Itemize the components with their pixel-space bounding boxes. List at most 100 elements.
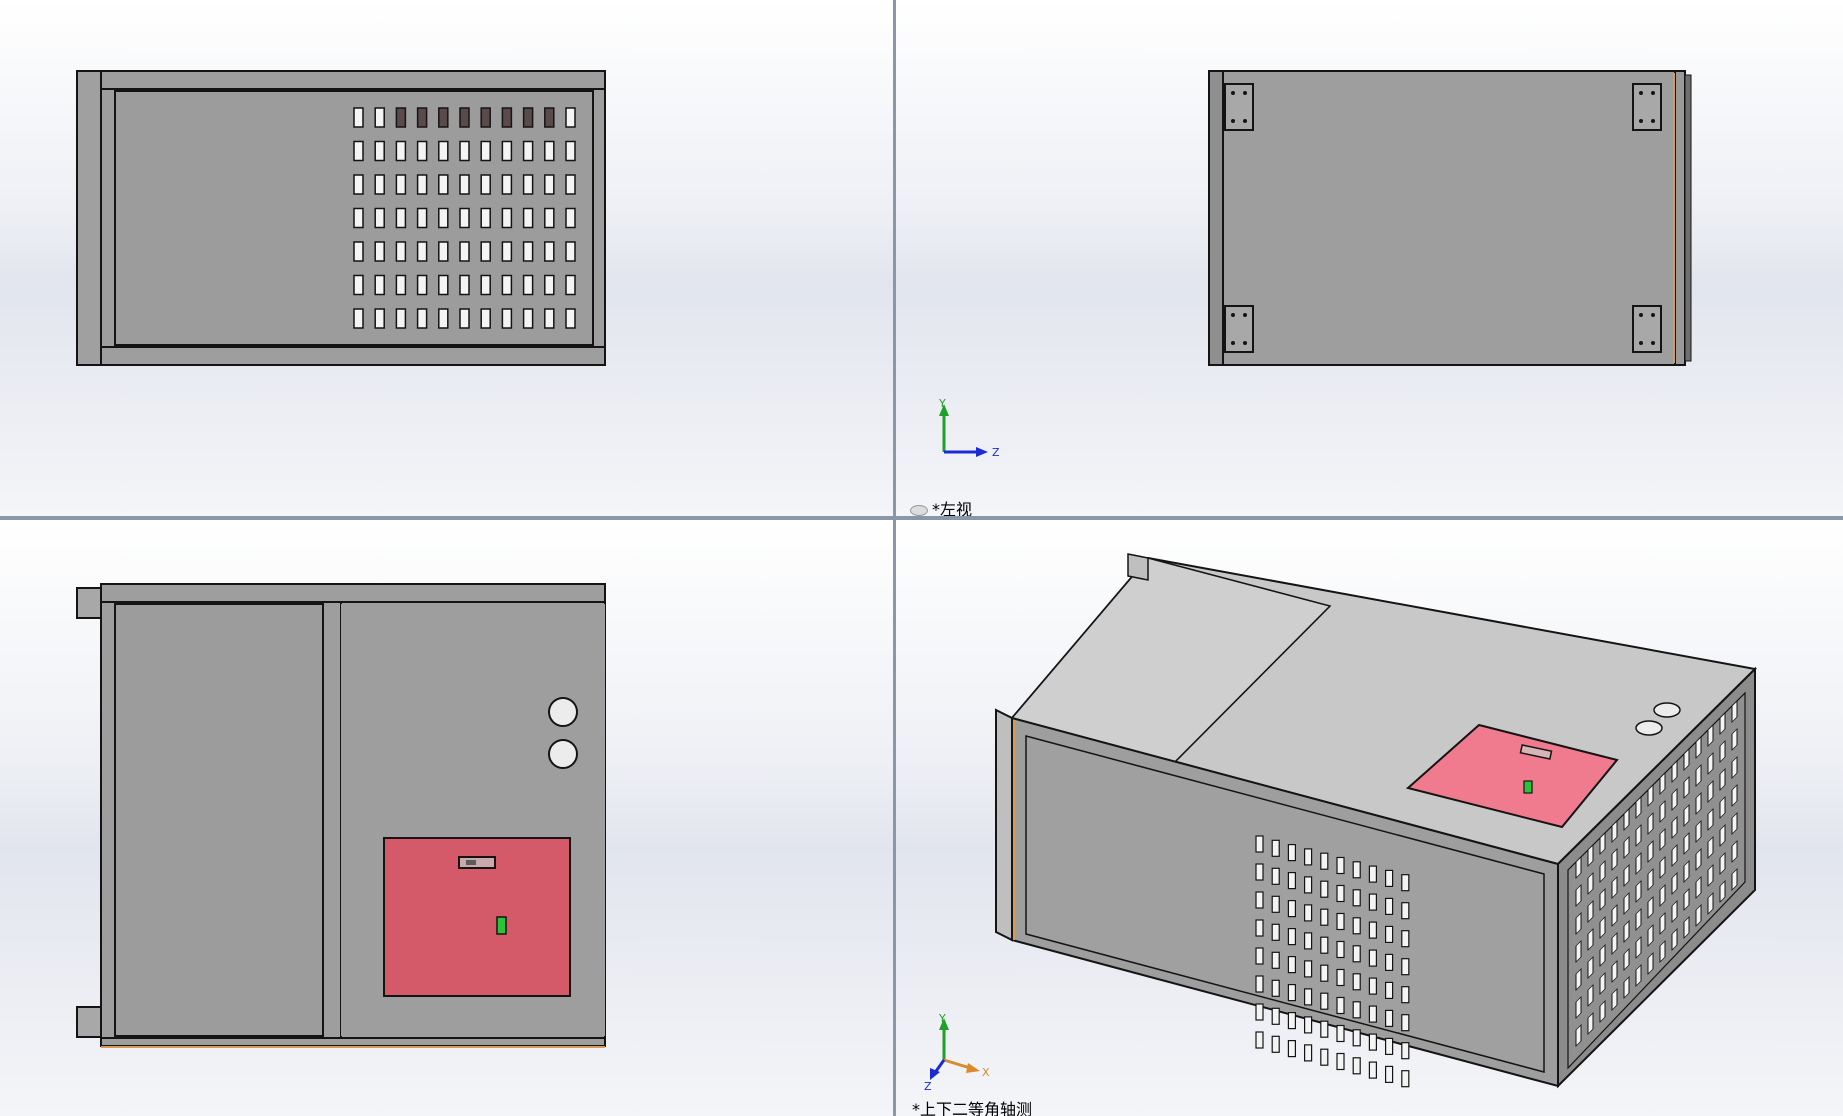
iso-side-vent-slot [1695, 848, 1702, 872]
iso-side-vent-slot [1611, 932, 1618, 956]
vent-slot [501, 140, 513, 162]
vent-slot [438, 308, 449, 329]
iso-side-vent-slot [1719, 824, 1726, 848]
vent-slot [480, 140, 491, 162]
iso-vent-slot [1304, 988, 1313, 1006]
iso-side-vent-slot [1731, 784, 1738, 808]
vent-slot [565, 140, 576, 162]
iso-side-vent-slot [1599, 888, 1606, 912]
iso-view-drawing: Y X Z [924, 553, 1758, 1093]
viewport-bottom-left[interactable] [0, 520, 893, 1116]
iso-side-vent-slot [1647, 784, 1654, 808]
iso-side-vent-slot [1731, 728, 1738, 752]
iso-vent-slot [1320, 936, 1329, 954]
iso-vent-slot [1255, 919, 1264, 937]
vent-slot [459, 107, 470, 128]
viewport-splitter-horizontal[interactable] [0, 516, 1843, 520]
vent-slot [395, 274, 407, 296]
iso-vent-slot [1401, 1042, 1410, 1060]
iso-vent-slot [1304, 960, 1313, 978]
iso-side-vent-slot [1647, 924, 1654, 948]
iso-side-vent-slot [1731, 812, 1738, 836]
vent-slot [416, 241, 428, 262]
iso-side-vent-slot [1671, 872, 1678, 896]
iso-side-vent-slot [1731, 840, 1738, 864]
vent-slot [374, 174, 385, 195]
iso-side-vent-slot [1623, 976, 1630, 1000]
vent-slot [480, 174, 491, 195]
iso-left-flange [995, 708, 1013, 942]
axis-triad-icon: Y Z [938, 397, 1000, 459]
iso-side-vent-slot [1599, 832, 1606, 856]
iso-side-vent-slot [1635, 964, 1642, 988]
iso-axis-x-label: X [982, 1066, 990, 1079]
view-label-iso: *上下二等角轴测 [912, 1096, 1032, 1116]
viewport-splitter-vertical[interactable] [893, 0, 896, 1116]
vent-slot [395, 308, 407, 329]
viewport-bottom-right[interactable]: Y X Z *上下二等角轴测 [896, 520, 1843, 1116]
iso-side-vent-slot [1611, 988, 1618, 1012]
vent-slot [459, 308, 470, 329]
iso-side-vent-slot [1731, 756, 1738, 780]
iso-vent-slot [1385, 953, 1394, 971]
iso-vent-slot [1336, 856, 1345, 875]
viewport-top-left[interactable] [0, 0, 893, 516]
iso-side-vent-slot [1683, 832, 1690, 856]
iso-side-vent-slot [1575, 1024, 1582, 1047]
iso-vent-slot [1304, 876, 1313, 894]
iso-side-vent-slot [1719, 852, 1726, 876]
vent-slot [353, 241, 364, 262]
vent-slot [438, 241, 449, 262]
iso-side-vent-slot [1635, 936, 1642, 960]
iso-side-vent-slot [1695, 764, 1702, 788]
vent-slot [374, 107, 385, 128]
vent-slot [522, 241, 534, 262]
iso-vent-slot [1352, 889, 1361, 907]
vent-slot [480, 308, 491, 329]
vent-slot [565, 107, 576, 128]
view-name-iso: *上下二等角轴测 [912, 1100, 1033, 1116]
iso-vent-slot [1271, 1035, 1280, 1053]
vent-slot [565, 207, 576, 229]
view-label-left: *左视 [910, 496, 972, 516]
iso-vent-slot [1352, 1001, 1361, 1019]
front-left-flange [76, 70, 102, 366]
iso-side-vent-slot [1623, 864, 1630, 888]
vent-slot [438, 207, 449, 229]
vent-slot [395, 241, 407, 262]
iso-side-vent-slot [1635, 796, 1642, 820]
vent-slot [501, 174, 513, 195]
iso-vent-slot [1271, 951, 1280, 969]
vent-slot [395, 207, 407, 229]
iso-cable-hole-1 [1653, 702, 1681, 718]
mounting-bracket-bottom-right [1632, 305, 1662, 353]
iso-side-vent-slot [1599, 916, 1606, 940]
top-view-drawing [76, 583, 606, 1048]
cable-hole-upper [548, 697, 578, 727]
iso-side-vent-slot [1719, 740, 1726, 764]
vent-slot [544, 140, 555, 162]
viewport-top-right[interactable]: Y Z *左视 [896, 0, 1843, 516]
top-view-left-panel [114, 603, 324, 1037]
vent-slot [374, 308, 385, 329]
vent-slot [544, 274, 555, 296]
iso-vent-slot [1304, 848, 1313, 866]
left-view-drawing: Y Z [938, 70, 1692, 459]
iso-side-vent-slots [1575, 700, 1738, 1047]
cover-indicator-green [496, 916, 507, 935]
eye-icon[interactable] [910, 505, 928, 516]
vent-slot [501, 241, 513, 262]
iso-vent-slot [1336, 912, 1345, 931]
iso-side-vent-slot [1683, 860, 1690, 884]
iso-side-vent-slot [1719, 796, 1726, 820]
vent-slot [416, 140, 428, 162]
vent-slot [438, 140, 449, 162]
iso-axis-triad-icon: Y X Z [924, 1012, 990, 1093]
front-view-drawing [76, 70, 606, 366]
vent-slot [565, 274, 576, 296]
vent-slot [565, 308, 576, 329]
vent-slot [416, 308, 428, 329]
iso-vent-slot [1304, 904, 1313, 922]
iso-vent-slot [1271, 839, 1280, 857]
vent-slot [522, 274, 534, 296]
